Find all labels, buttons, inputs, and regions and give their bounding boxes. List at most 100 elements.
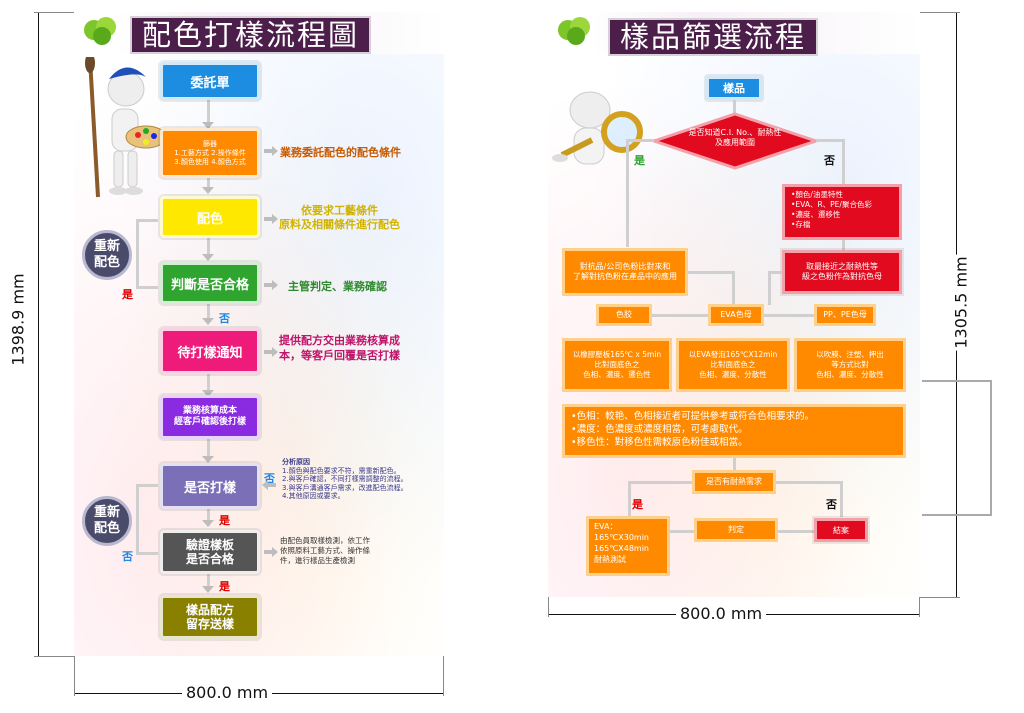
loop-connector [136, 286, 158, 289]
connector [207, 177, 210, 191]
node-sample: 樣品 [706, 76, 762, 100]
right-label-no-2: 否 [826, 498, 837, 511]
arrow-right-icon [264, 146, 278, 156]
connector [816, 139, 844, 142]
connector [840, 481, 843, 517]
screening-line1: 1.工藝方式 2.操作條件 [174, 148, 246, 157]
step-request-form: 委託單 [160, 62, 260, 100]
right-title: 樣品篩選流程 [608, 18, 819, 56]
right-frame-line [922, 380, 992, 516]
recolor-circle-1: 重新 配色 [82, 230, 132, 280]
painter-figure-icon [85, 57, 167, 198]
left-width-dim-tick [443, 656, 444, 696]
arrow-down [202, 254, 214, 261]
eva-line: EVA： [594, 522, 618, 531]
arrow-down [202, 390, 214, 397]
left-width-label: 800.0 mm [182, 683, 273, 702]
red-info-line: •EVA、R、PE/聚合色彩 [791, 200, 872, 209]
right-label-yes: 是 [634, 154, 645, 167]
connector [207, 574, 210, 590]
note-conditions: 業務委託配色的配色條件 [280, 146, 401, 159]
arrow-down [202, 456, 214, 463]
analysis-line: 1.顏色與配色要求不符，需重新配色。 [282, 466, 401, 475]
right-width-label: 800.0 mm [676, 604, 767, 623]
connector [842, 240, 845, 250]
label-yes-1: 是 [122, 288, 133, 301]
left-poster: 配色打樣流程圖 委託單 篩器 1.工藝方式 2.操作條件 3.顏色使用 4.顏色… [74, 12, 444, 656]
arrow-down [202, 318, 214, 325]
note-color-match: 依要求工藝條件 原料及相關條件進行配色 [279, 204, 400, 231]
right-poster: 樣品篩選流程 樣品 是否知道C.I. No.、耐熱性 及應用範圍 是 否 •顏色… [548, 12, 920, 597]
right-label-no: 否 [824, 154, 835, 167]
right-width-dim-tick [548, 597, 549, 617]
connector [778, 530, 814, 533]
connector [733, 458, 736, 472]
node-heat-requirement: 是否有耐熱需求 [692, 470, 776, 494]
red-info-line: •顏色/油墨特性 [791, 190, 843, 199]
recolor-circle-2: 重新 配色 [82, 496, 132, 546]
right-width-dim-tick [919, 597, 920, 617]
label-no-2: 否 [264, 472, 275, 485]
right-height-label: 1305.5 mm [951, 254, 971, 351]
connector [207, 439, 210, 459]
arrow-down [202, 586, 214, 593]
analysis-line: 3.與客戶溝通客戶需求，改進配色流程。 [282, 483, 408, 492]
note-supervisor: 主管判定、業務確認 [288, 280, 387, 293]
eva-heat-box: EVA： 165℃X30min 165℃X48min 耐熱測試 [586, 516, 670, 576]
right-label-yes-2: 是 [632, 498, 643, 511]
loop-connector [136, 484, 139, 552]
left-height-dim-tick [34, 656, 74, 657]
note-formula: 提供配方交由業務核算成 本，等客戶回覆是否打樣 [279, 334, 400, 362]
decision-diamond [652, 112, 818, 170]
arrow-left-icon [262, 480, 276, 490]
loop-connector [136, 552, 158, 555]
connector [652, 314, 708, 317]
connector [768, 271, 771, 305]
connector [776, 481, 842, 484]
arrow-right-icon [264, 547, 278, 557]
label-yes-2: 是 [219, 514, 230, 527]
note-analysis: 分析原因 1.顏色與配色要求不符，需重新配色。 2.與客戶確認，不同打樣需調整的… [282, 458, 442, 501]
red-info-box: •顏色/油墨特性 •EVA、R、PE/聚合色彩 •濃度、遷移性 •存檔 [782, 184, 902, 240]
step-whether-sample: 是否打樣 [160, 463, 260, 509]
analysis-line: 2.與客戶確認，不同打樣需調整的流程。 [282, 475, 408, 483]
connector [670, 530, 694, 533]
connector [626, 139, 654, 142]
col-rubber: 以橡膠壓板165℃ x 5min 比對面底色之 色相、濃度、遷色性 [562, 338, 672, 392]
tag-pp-pe: PP、PE色母 [814, 304, 876, 326]
analysis-line: 4.其他原因或要求。 [282, 492, 345, 500]
connector [626, 139, 629, 247]
orange-compare-box: 對抗品/公司色粉比對來和 了解對抗色粉在產品中的應用 [562, 248, 688, 296]
connector [842, 139, 845, 185]
step-judge-pass: 判斷是否合格 [160, 262, 260, 304]
summary-box: •色相：較艳、色相接近者可提供參考或符合色相要求的。 •濃度：色濃度或濃度相當，… [562, 404, 906, 458]
connector [207, 508, 210, 526]
tree-icon [84, 17, 116, 45]
left-height-dim-tick [34, 12, 74, 13]
magnifier-figure-icon [552, 91, 643, 165]
analysis-title: 分析原因 [282, 458, 310, 466]
summary-line: •移色性：對移色性需較原色粉佳或相當。 [571, 437, 748, 448]
note-verify: 由配色員取樣檢測，依工作 依照原料工藝方式、操作條 件，進行樣品生產檢測 [280, 536, 370, 565]
red-closest-box: 取最接近之耐熱性等 級之色粉作為對抗色母 [782, 250, 902, 294]
arrow-right-icon [264, 347, 278, 357]
left-height-label: 1398.9 mm [8, 271, 28, 368]
summary-line: •色相：較艳、色相接近者可提供參考或符合色相要求的。 [571, 411, 815, 422]
connector [628, 481, 631, 517]
screening-line2: 3.顏色使用 4.顏色方式 [174, 157, 246, 166]
col-eva: 以EVA發泡165℃X12min 比對面底色之 色相、濃度、分散性 [676, 338, 790, 392]
connector [207, 303, 210, 319]
connector [628, 481, 692, 484]
eva-line: 165℃X48min [594, 544, 649, 553]
arrow-right-icon [264, 280, 278, 290]
label-yes-3: 是 [219, 580, 230, 593]
connector [768, 271, 782, 274]
left-height-dim-line [38, 12, 39, 656]
tag-color-rubber: 色胶 [596, 304, 652, 326]
left-width-dim-tick [74, 656, 75, 696]
step-screening: 篩器 1.工藝方式 2.操作條件 3.顏色使用 4.顏色方式 [160, 128, 260, 178]
connector [207, 238, 210, 258]
arrow-right-icon [264, 214, 278, 224]
loop-connector [136, 484, 158, 487]
connector [207, 98, 210, 128]
